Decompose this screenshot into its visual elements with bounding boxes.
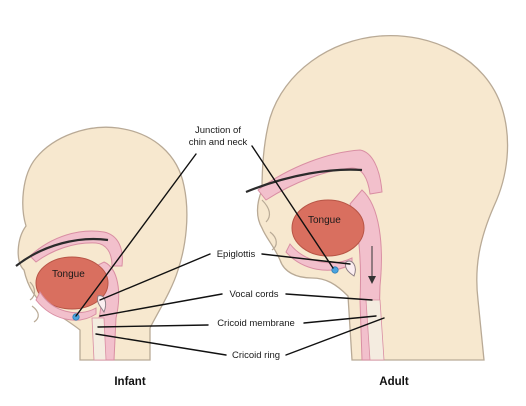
infant-junction-marker — [72, 313, 80, 321]
leader-lines — [75, 145, 385, 356]
adult-tongue-shape — [291, 199, 365, 257]
infant-tongue-label: Tongue — [52, 269, 85, 280]
infant-palate-line — [15, 237, 109, 267]
label-epiglottis: Epiglottis — [217, 249, 256, 260]
adult-epiglottis — [345, 260, 356, 277]
adult-illustration: Tongue — [245, 34, 509, 361]
infant-illustration: Tongue — [15, 126, 188, 361]
label-junction-line2: chin and neck — [189, 137, 248, 148]
infant-lips — [29, 281, 39, 323]
leader-vocal-cords-adult — [285, 293, 373, 301]
caption-infant: Infant — [114, 376, 145, 388]
leader-epiglottis-adult — [261, 253, 351, 265]
caption-adult: Adult — [379, 376, 409, 388]
leader-cricoid-ring-infant — [95, 333, 227, 356]
infant-jaw — [35, 290, 97, 321]
adult-tongue-label: Tongue — [308, 215, 341, 226]
adult-head — [256, 34, 509, 361]
infant-airway — [91, 317, 107, 361]
label-junction-line1: Junction of — [195, 125, 241, 136]
adult-palate-line — [245, 168, 363, 194]
label-cricoid-ring: Cricoid ring — [232, 350, 280, 361]
leader-cricoid-membrane-infant — [97, 324, 209, 328]
adult-airway — [365, 299, 385, 361]
adult-airflow-arrowhead — [368, 276, 376, 284]
leader-vocal-cords-infant — [99, 293, 223, 317]
adult-nose — [261, 199, 277, 251]
leader-epiglottis-infant — [99, 253, 211, 301]
label-cricoid-membrane: Cricoid membrane — [217, 318, 295, 329]
label-vocal-cords: Vocal cords — [229, 289, 278, 300]
adult-nasopharynx — [257, 149, 383, 201]
leader-junction-infant — [75, 153, 197, 317]
labels: Junction of chin and neck Epiglottis Voc… — [189, 125, 295, 361]
leader-cricoid-ring-adult — [285, 317, 385, 356]
leader-junction-adult — [251, 145, 334, 269]
leader-cricoid-membrane-adult — [303, 315, 377, 324]
